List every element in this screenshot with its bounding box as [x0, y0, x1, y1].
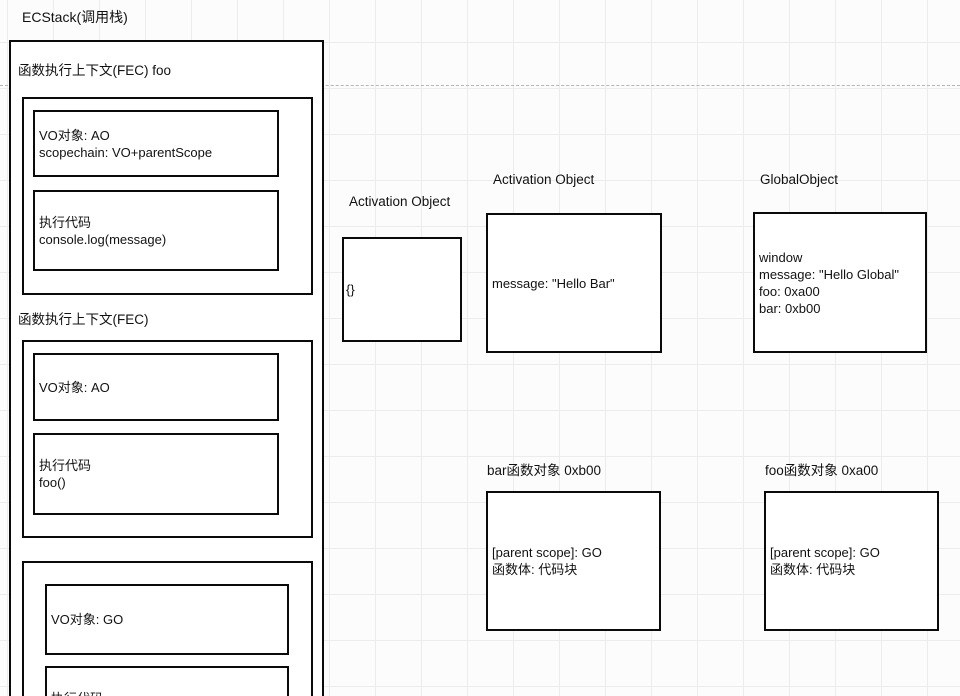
page-boundary-dashed-line: [0, 85, 960, 86]
text-line: {}: [346, 282, 355, 297]
frame-global-code-box: 执行代码: [45, 666, 289, 696]
text-line: window: [759, 249, 803, 265]
bar-function-box: [parent scope]: GO 函数体: 代码块: [486, 491, 661, 631]
text-line: foo(): [39, 475, 66, 490]
frame-foo-code-box: 执行代码 console.log(message): [33, 190, 279, 271]
activation-empty-box: {}: [342, 237, 462, 342]
activation-bar-label: Activation Object: [493, 172, 595, 187]
global-object-box: window message: "Hello Global" foo: 0xa0…: [753, 212, 927, 353]
text-line: scopechain: VO+parentScope: [39, 144, 213, 160]
foo-function-box: [parent scope]: GO 函数体: 代码块: [764, 491, 939, 631]
text-line: VO对象: GO: [51, 612, 124, 627]
text-line: 执行代码: [39, 214, 92, 230]
text-line: VO对象: AO: [39, 127, 110, 143]
text-line: 执行代码: [39, 458, 92, 473]
activation-bar-box: message: "Hello Bar": [486, 213, 662, 353]
frame-fec-label: 函数执行上下文(FEC): [18, 312, 149, 327]
text-line: 执行代码: [51, 690, 103, 696]
text-line: message: "Hello Bar": [492, 275, 615, 291]
text-line: 函数体: 代码块: [492, 562, 578, 577]
text-line: VO对象: AO: [39, 379, 110, 395]
text-line: [parent scope]: GO: [770, 545, 880, 560]
foo-function-label: foo函数对象 0xa00: [765, 463, 879, 478]
global-object-label: GlobalObject: [760, 172, 839, 187]
text-line: [parent scope]: GO: [492, 545, 602, 560]
frame-fec-vo-box: VO对象: AO: [33, 353, 279, 421]
text-line: foo: 0xa00: [759, 283, 820, 299]
text-line: console.log(message): [39, 231, 167, 247]
activation-empty-label: Activation Object: [349, 194, 451, 209]
frame-global-vo-box: VO对象: GO: [45, 584, 289, 655]
frame-fec-code-box: 执行代码 foo(): [33, 433, 279, 515]
text-line: 函数体: 代码块: [770, 562, 856, 577]
text-line: bar: 0xb00: [759, 300, 821, 316]
text-line: message: "Hello Global": [759, 266, 900, 282]
bar-function-label: bar函数对象 0xb00: [487, 463, 602, 478]
frame-foo-vo-box: VO对象: AO scopechain: VO+parentScope: [33, 110, 279, 177]
ecstack-title: ECStack(调用栈): [22, 9, 128, 25]
frame-foo-label: 函数执行上下文(FEC) foo: [18, 63, 172, 78]
